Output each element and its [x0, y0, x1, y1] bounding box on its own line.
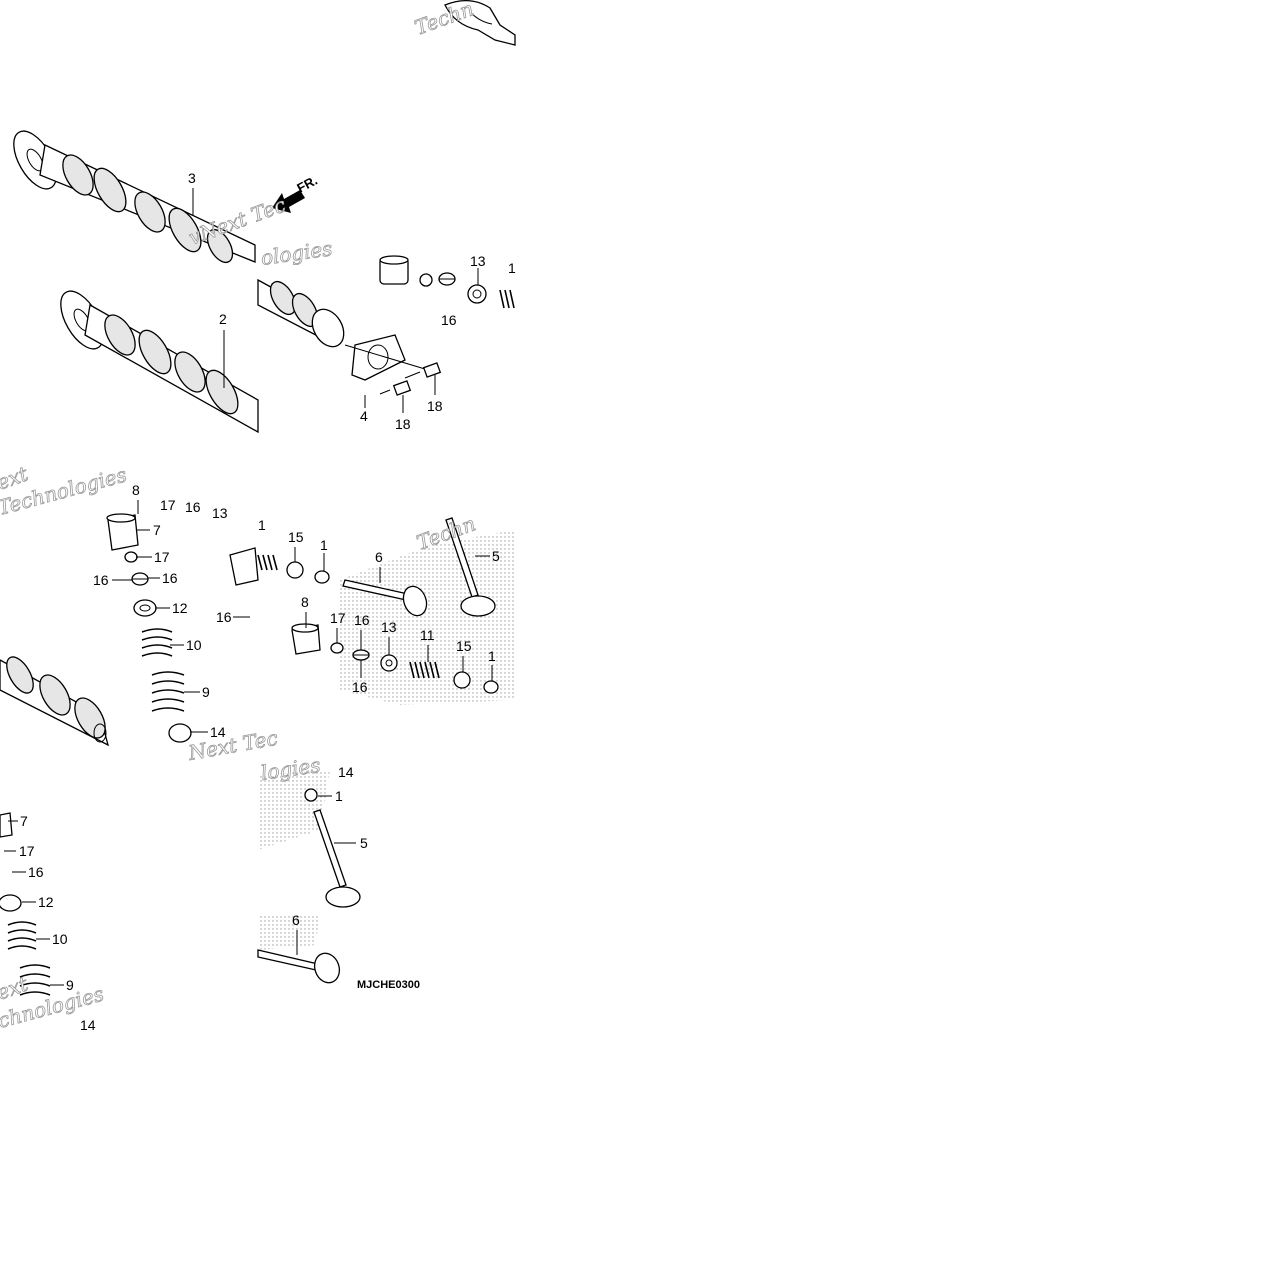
callout-12-lower: 12 — [38, 894, 54, 910]
retainer-15 — [286, 561, 304, 579]
callout-2: 2 — [219, 311, 227, 327]
callout-16-center-top: 16 — [354, 612, 370, 628]
callout-11: 11 — [420, 627, 435, 643]
cotter-16-center — [352, 649, 370, 661]
callout-6-lower: 6 — [292, 912, 300, 928]
callout-8: 8 — [132, 482, 140, 498]
lifter-7 — [106, 513, 139, 551]
lifter-8 — [291, 623, 321, 655]
callout-13-upper: 13 — [470, 253, 486, 269]
callout-17-top: 17 — [160, 497, 176, 513]
svg-text:Techn: Techn — [412, 0, 477, 40]
callout-17: 17 — [154, 549, 170, 565]
callout-9: 9 — [202, 684, 210, 700]
spring-upper — [499, 289, 515, 309]
callout-16-center-bottom: 16 — [352, 679, 368, 695]
valve-6 — [342, 579, 428, 617]
valve-5 — [445, 517, 496, 617]
camshaft-fragment-top — [444, 0, 516, 46]
callout-1-b: 1 — [320, 537, 328, 553]
retainer-13-center — [380, 654, 398, 672]
callout-4: 4 — [360, 408, 368, 424]
bolt-18-b — [379, 380, 412, 396]
shim-upper — [419, 273, 433, 287]
seal-1-center — [314, 570, 330, 584]
shim-17-center — [330, 642, 344, 654]
callout-10-lower: 10 — [52, 931, 68, 947]
callout-13: 13 — [381, 619, 397, 635]
callout-1-a: 1 — [258, 517, 266, 533]
callout-8-center: 8 — [301, 594, 309, 610]
callout-1-center: 1 — [488, 648, 496, 664]
retainer-12 — [133, 599, 157, 617]
callout-1-upper: 1 — [508, 260, 516, 276]
callout-17-lower: 17 — [19, 843, 35, 859]
callout-14-lower: 14 — [80, 1017, 96, 1033]
camshaft-fragment-left — [0, 656, 110, 747]
callout-9-lower: 9 — [66, 977, 74, 993]
retainer-12-lower — [0, 894, 22, 912]
retainer-upper — [467, 284, 487, 304]
callout-16-upper: 16 — [441, 312, 457, 328]
callout-1-lower: 1 — [335, 788, 343, 804]
callout-7-lower: 7 — [20, 813, 28, 829]
svg-text:ext: ext — [0, 971, 32, 1005]
callout-18-b: 18 — [395, 416, 411, 432]
callout-14-mid: 14 — [338, 764, 354, 780]
callout-15-center: 15 — [456, 638, 472, 654]
callout-18-a: 18 — [427, 398, 443, 414]
spring-10-lower — [7, 921, 37, 950]
callout-13-mid: 13 — [212, 505, 228, 521]
callout-16-lower: 16 — [28, 864, 44, 880]
camshaft-3 — [13, 130, 256, 264]
callout-6: 6 — [375, 549, 383, 565]
spring-11 — [409, 661, 440, 679]
camshaft-2 — [60, 290, 259, 434]
callout-3: 3 — [188, 170, 196, 186]
cotter-16 — [131, 572, 149, 586]
lifter-center — [229, 547, 259, 586]
seal-1-lower — [304, 788, 318, 802]
shim-17 — [124, 551, 138, 563]
callout-5-lower: 5 — [360, 835, 368, 851]
callout-10: 10 — [186, 637, 202, 653]
callout-15: 15 — [288, 529, 304, 545]
diagram-code: MJCHE0300 — [357, 979, 420, 991]
callout-5: 5 — [492, 548, 500, 564]
seat-14 — [168, 723, 192, 743]
callout-12: 12 — [172, 600, 188, 616]
spring-center — [257, 554, 278, 571]
svg-text:ologies: ologies — [259, 236, 333, 270]
lifter-7-lower — [0, 812, 13, 838]
spring-9 — [151, 671, 185, 712]
spring-9-lower — [19, 964, 51, 996]
front-arrow-icon — [272, 190, 305, 213]
callout-16-right: 16 — [162, 570, 178, 586]
callout-16-left: 16 — [93, 572, 109, 588]
callout-16-middle: 16 — [216, 609, 232, 625]
valve-5-lower — [313, 809, 361, 908]
retainer-15-center — [453, 671, 471, 689]
spring-10 — [141, 628, 173, 657]
leader-lines — [4, 188, 493, 986]
lifter-upper — [379, 255, 409, 285]
seal-1-right — [483, 680, 499, 694]
callout-14: 14 — [210, 724, 226, 740]
bolt-18-a — [404, 362, 442, 379]
camshaft-holder-assembly — [257, 278, 436, 381]
callout-16-top: 16 — [185, 499, 201, 515]
callout-7: 7 — [153, 522, 161, 538]
callout-17-center: 17 — [330, 610, 346, 626]
valve-6-lower — [257, 949, 341, 984]
cotter-upper — [438, 272, 456, 286]
